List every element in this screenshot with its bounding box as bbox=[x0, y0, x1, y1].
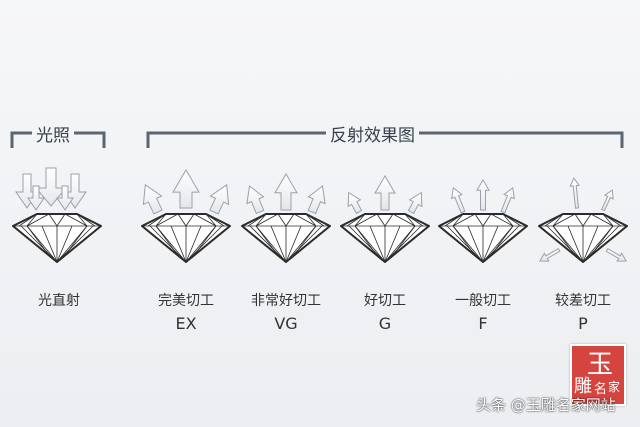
label-g-name: 好切工 bbox=[364, 293, 406, 309]
reflection-arrows-layer bbox=[142, 169, 627, 262]
diamond-icon bbox=[141, 213, 231, 263]
watermark-text: 头条 @玉雕名家网站 bbox=[476, 396, 616, 414]
label-vg-grade: VG bbox=[274, 314, 298, 333]
diamonds-layer bbox=[12, 213, 628, 263]
seal-char-3: 名 bbox=[594, 382, 608, 397]
label-f-grade: F bbox=[478, 314, 488, 333]
label-vg-name: 非常好切工 bbox=[251, 293, 321, 309]
seal-char-2: 雕 bbox=[574, 376, 592, 397]
reflect-arrow-icon bbox=[347, 191, 363, 215]
reflect-arrow-icon bbox=[209, 183, 230, 215]
reflection-header: 反射效果图 bbox=[326, 121, 419, 146]
diamond-icon bbox=[241, 213, 331, 263]
reflect-arrow-icon bbox=[374, 175, 396, 211]
reflect-arrow-icon bbox=[307, 185, 326, 215]
diamond-icon bbox=[12, 213, 102, 263]
label-ex-name: 完美切工 bbox=[158, 293, 214, 309]
reflect-arrow-icon bbox=[246, 185, 265, 215]
diamond-icon bbox=[340, 213, 430, 263]
label-f-name: 一般切工 bbox=[455, 293, 511, 309]
label-g-grade: G bbox=[378, 314, 392, 333]
diamond-icon bbox=[438, 213, 528, 263]
reflect-arrow-icon bbox=[539, 248, 561, 262]
light-header: 光照 bbox=[32, 121, 74, 146]
down-arrow-icon bbox=[27, 185, 45, 211]
reflect-arrow-icon bbox=[172, 169, 200, 209]
reflect-arrow-icon bbox=[569, 177, 581, 209]
reflect-arrow-icon bbox=[142, 183, 163, 215]
seal-stamp: 玉 雕 名 家 bbox=[570, 344, 626, 406]
reflect-arrow-icon bbox=[407, 191, 423, 215]
reflect-arrow-icon bbox=[451, 186, 466, 214]
reflect-arrow-icon bbox=[476, 179, 490, 211]
label-p-grade: P bbox=[578, 314, 588, 333]
label-ex-grade: EX bbox=[175, 314, 197, 333]
incoming-light-arrows bbox=[15, 167, 87, 211]
down-arrow-icon bbox=[34, 167, 68, 207]
down-arrow-icon bbox=[56, 185, 74, 211]
reflect-arrow-icon bbox=[600, 189, 614, 212]
seal-char-4: 家 bbox=[608, 380, 621, 394]
reflect-arrow-icon bbox=[274, 173, 298, 211]
reflect-arrow-icon bbox=[605, 248, 627, 262]
reflect-arrow-icon bbox=[500, 186, 515, 214]
label-p-name: 较差切工 bbox=[555, 293, 611, 309]
seal-char-1: 玉 bbox=[587, 350, 614, 380]
diamond-icon bbox=[538, 213, 628, 263]
label-direct: 光直射 bbox=[38, 293, 80, 309]
